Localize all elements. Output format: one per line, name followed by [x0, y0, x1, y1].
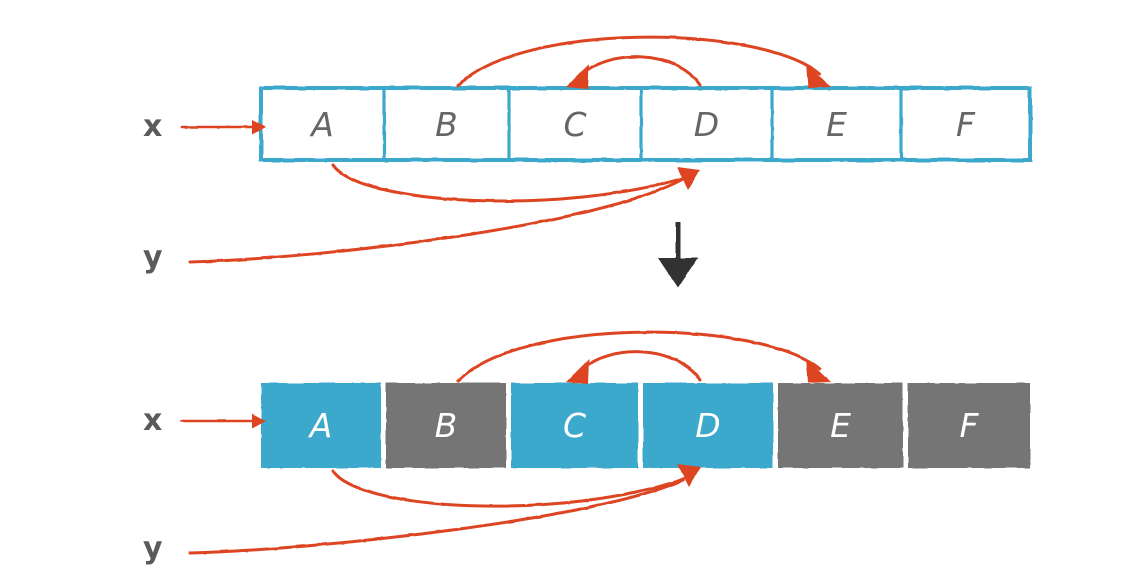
- top-y-pointer: [188, 167, 700, 264]
- bottom-cell-letter-6: F: [959, 406, 979, 445]
- bottom-x-label: x: [143, 403, 163, 438]
- bottom-long-arc: [456, 330, 831, 383]
- bottom-cell-letter-1: A: [309, 406, 333, 445]
- top-y-label: y: [143, 240, 163, 275]
- top-lower-arc-path: [331, 163, 686, 203]
- top-cell-letter-5: E: [826, 105, 847, 144]
- bottom-cell-2: [386, 383, 506, 468]
- top-cell-letter-3: C: [563, 105, 587, 144]
- top-long-arc-path: [456, 35, 822, 88]
- bottom-lower-arc-path: [331, 469, 686, 508]
- bottom-long-arc-arrowhead: [806, 358, 831, 383]
- top-cell-letter-4: D: [693, 105, 720, 144]
- bottom-x-pointer: [180, 413, 266, 429]
- bottom-array-cells: [261, 383, 1030, 468]
- bottom-short-arc-arrowhead: [566, 359, 589, 384]
- bottom-y-label: y: [143, 531, 163, 566]
- top-short-arc-arrowhead: [566, 64, 589, 89]
- top-long-arc: [456, 35, 831, 88]
- top-x-label: x: [143, 109, 163, 144]
- bottom-lower-arc: [331, 469, 686, 508]
- transition-arrow-head: [658, 258, 698, 288]
- bottom-cell-letter-2: B: [434, 406, 458, 445]
- top-cell-letter-6: F: [956, 105, 975, 144]
- top-array-frame: [259, 86, 1032, 162]
- bottom-long-arc-path: [456, 330, 822, 383]
- bottom-cell-4: [643, 383, 773, 468]
- bottom-short-arc: [566, 350, 702, 384]
- bottom-cell-6: [908, 383, 1030, 468]
- top-lower-arc: [331, 163, 686, 203]
- top-y-curve-path: [188, 177, 685, 264]
- top-x-arrowhead: [252, 119, 266, 135]
- top-cell-letter-1: A: [311, 105, 334, 144]
- top-x-pointer: [180, 119, 266, 135]
- bottom-cell-letter-5: E: [830, 406, 851, 445]
- top-short-arc-path: [578, 55, 702, 87]
- transition-arrow: [658, 222, 698, 288]
- bottom-cell-3: [511, 383, 638, 468]
- bottom-y-curve-path: [188, 478, 685, 555]
- top-cell-letter-2: B: [435, 105, 458, 144]
- bottom-y-arrowhead: [677, 464, 701, 487]
- top-short-arc: [566, 55, 702, 89]
- bottom-cell-5: [778, 383, 903, 468]
- bottom-cell-letter-3: C: [562, 406, 587, 445]
- top-y-arrowhead: [677, 167, 700, 190]
- top-long-arc-arrowhead: [806, 63, 831, 88]
- bottom-x-arrowhead: [252, 413, 266, 429]
- bottom-cell-letter-4: D: [695, 406, 721, 445]
- bottom-y-pointer: [188, 464, 701, 555]
- bottom-cell-1: [261, 383, 381, 468]
- bottom-short-arc-path: [578, 350, 702, 382]
